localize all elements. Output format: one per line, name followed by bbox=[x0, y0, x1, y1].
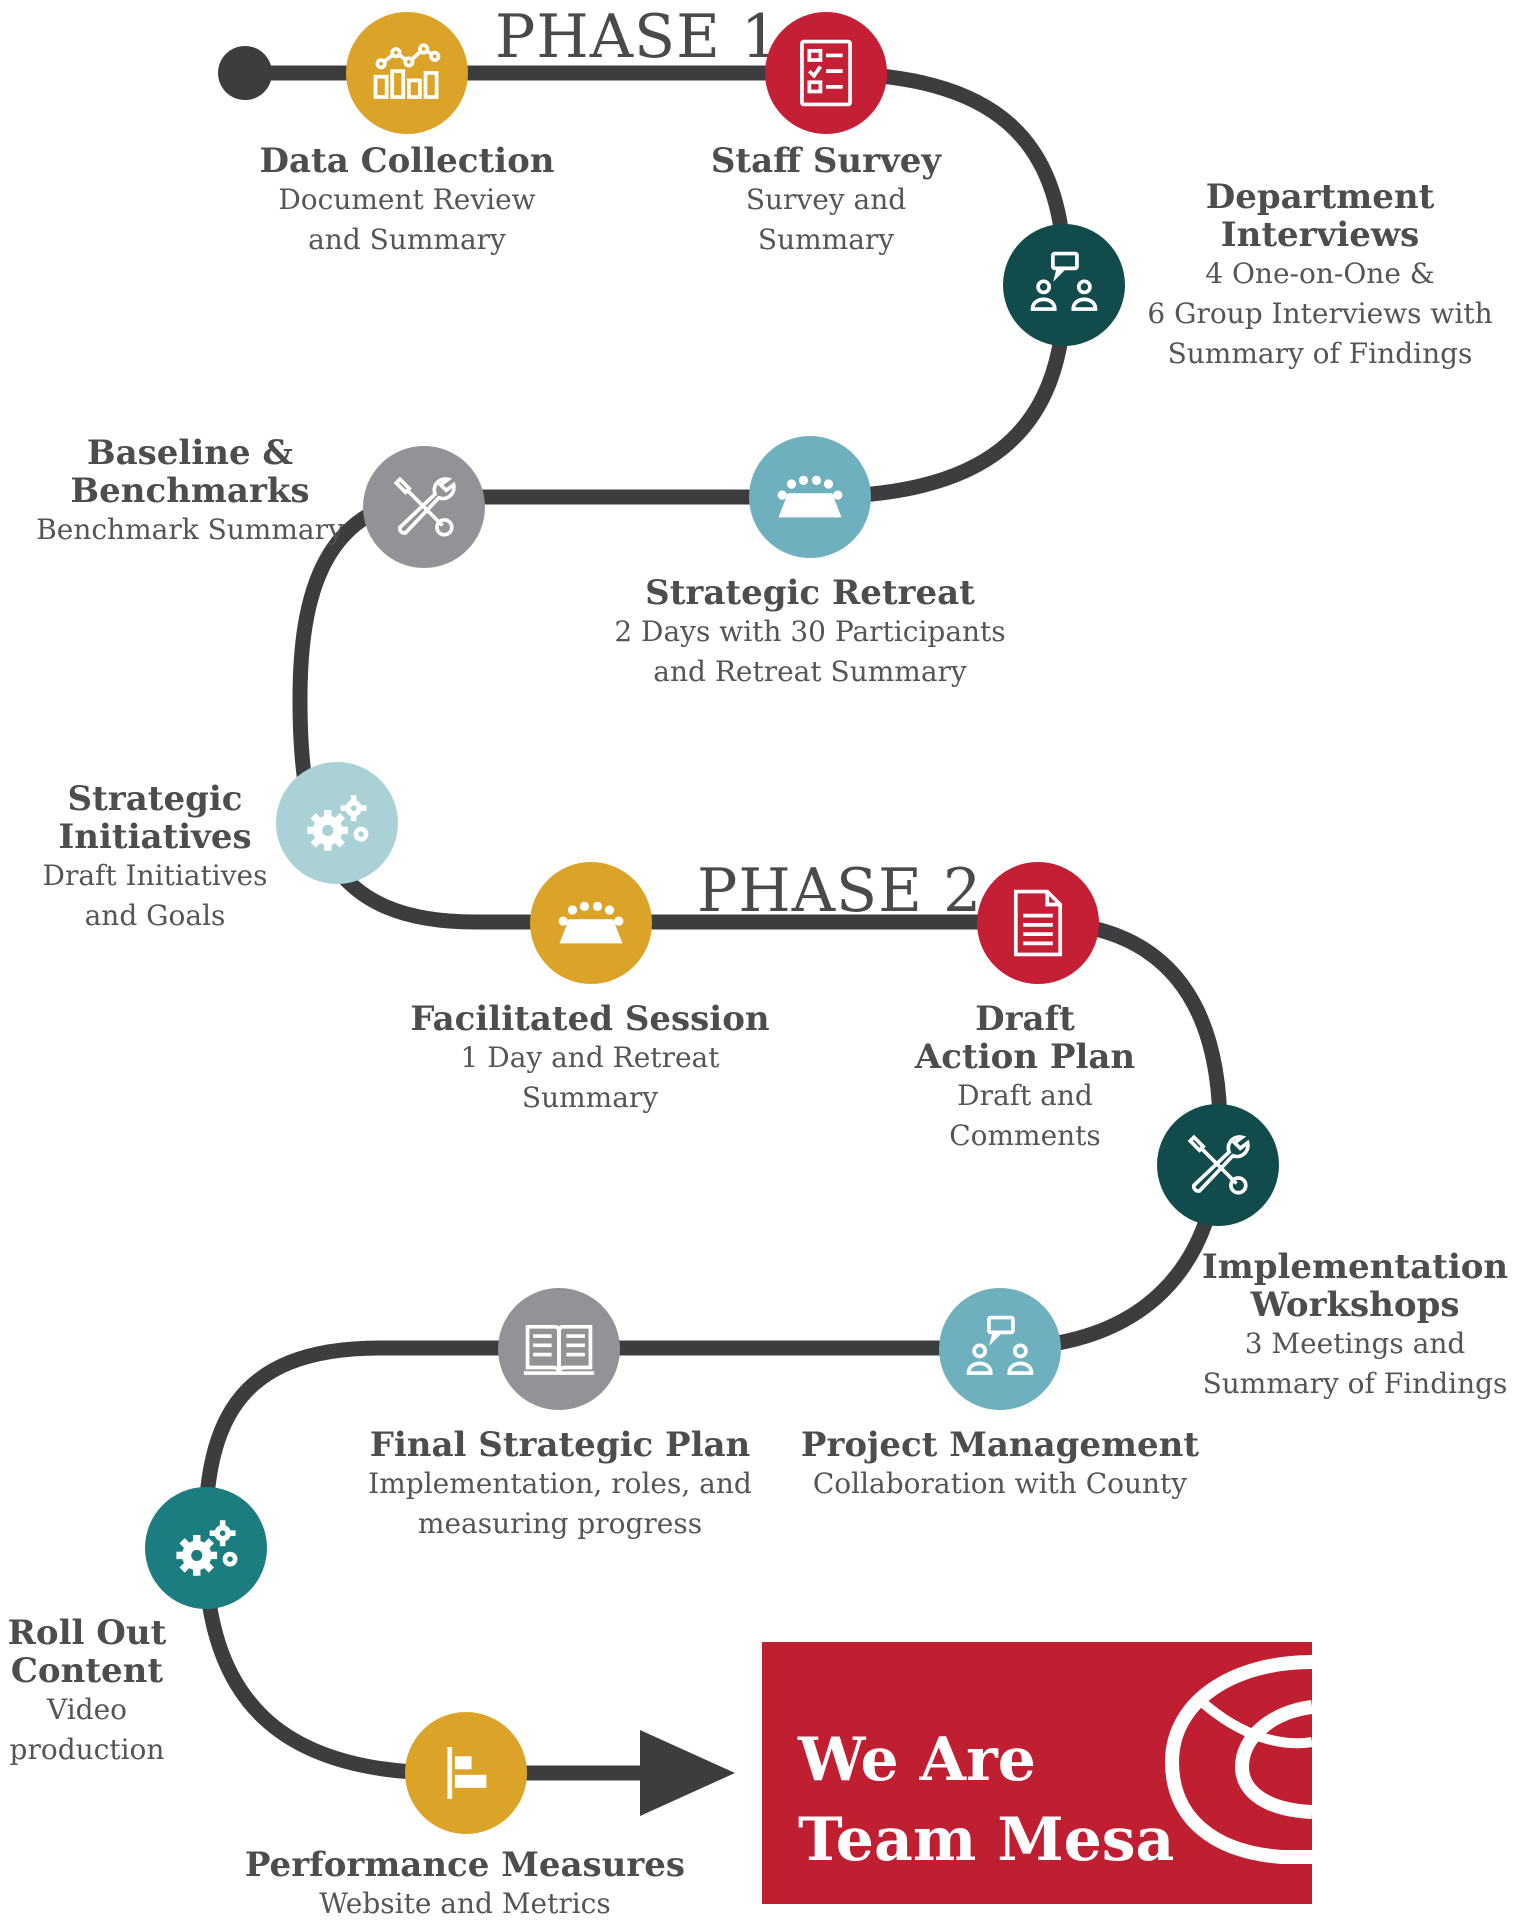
team-mesa-banner: We Are Team Mesa bbox=[762, 1642, 1312, 1904]
step-description: Draft Initiatives and Goals bbox=[42, 859, 268, 932]
step-node-strategic-initiatives bbox=[276, 762, 398, 884]
step-title: Strategic Retreat bbox=[645, 573, 975, 613]
step-title: Staff Survey bbox=[710, 141, 942, 181]
gears-icon bbox=[307, 795, 369, 851]
step-implementation-workshops: Implementation Workshops 3 Meetings and … bbox=[1190, 1248, 1520, 1404]
step-node-performance-measures bbox=[405, 1712, 527, 1834]
step-strategic-retreat: Strategic Retreat 2 Days with 30 Partici… bbox=[580, 574, 1040, 692]
phase-1-label: PHASE 1 bbox=[495, 2, 781, 72]
step-description: 4 One-on-One & 6 Group Interviews with S… bbox=[1147, 257, 1493, 370]
timeline-path bbox=[197, 65, 1228, 1781]
step-description: Benchmark Summary bbox=[36, 513, 344, 546]
meeting-table-icon bbox=[558, 901, 624, 944]
step-performance-measures: Performance Measures Website and Metrics bbox=[240, 1846, 690, 1924]
step-description: Document Review and Summary bbox=[278, 183, 536, 256]
meeting-table-icon bbox=[777, 475, 843, 518]
step-description: Website and Metrics bbox=[319, 1887, 611, 1920]
step-title: Data Collection bbox=[259, 141, 555, 181]
step-node-facilitated-session bbox=[530, 862, 652, 984]
document-icon bbox=[1013, 889, 1063, 957]
step-node-roll-out-content bbox=[145, 1487, 267, 1609]
step-node-implementation-workshops bbox=[1157, 1104, 1279, 1226]
step-title: Baseline & Benchmarks bbox=[70, 433, 310, 511]
step-node-baseline-benchmarks bbox=[363, 446, 485, 568]
tools-icon bbox=[393, 476, 456, 537]
step-description: 3 Meetings and Summary of Findings bbox=[1202, 1327, 1508, 1400]
step-title: Draft Action Plan bbox=[914, 999, 1136, 1077]
bar-chart-icon bbox=[373, 43, 441, 99]
checklist-icon bbox=[800, 39, 852, 107]
team-mesa-logo bbox=[1164, 1655, 1312, 1864]
start-dot bbox=[218, 46, 272, 100]
step-title: Final Strategic Plan bbox=[369, 1425, 751, 1465]
step-title: Project Management bbox=[800, 1425, 1200, 1465]
people-chat-icon bbox=[1030, 251, 1098, 311]
step-description: Draft and Comments bbox=[949, 1079, 1101, 1152]
step-description: 1 Day and Retreat Summary bbox=[460, 1041, 720, 1114]
step-baseline-benchmarks: Baseline & Benchmarks Benchmark Summary bbox=[20, 434, 360, 550]
step-roll-out-content: Roll Out Content Video production bbox=[2, 1614, 172, 1770]
step-title: Strategic Initiatives bbox=[58, 779, 252, 857]
step-description: 2 Days with 30 Participants and Retreat … bbox=[614, 615, 1006, 688]
step-staff-survey: Staff Survey Survey and Summary bbox=[676, 142, 976, 260]
step-description: Collaboration with County bbox=[812, 1467, 1188, 1500]
gears-icon bbox=[176, 1520, 238, 1576]
step-node-strategic-retreat bbox=[749, 436, 871, 558]
step-title: Department Interviews bbox=[1205, 177, 1435, 255]
step-data-collection: Data Collection Document Review and Summ… bbox=[222, 142, 592, 260]
step-node-project-management bbox=[939, 1288, 1061, 1410]
brand-text: We Are Team Mesa bbox=[798, 1725, 1175, 1875]
step-project-management: Project Management Collaboration with Co… bbox=[800, 1426, 1200, 1504]
step-facilitated-session: Facilitated Session 1 Day and Retreat Su… bbox=[400, 1000, 780, 1118]
people-chat-icon bbox=[966, 1315, 1034, 1375]
end-arrowhead bbox=[640, 1730, 735, 1816]
open-book-icon bbox=[523, 1324, 595, 1375]
step-draft-action-plan: Draft Action Plan Draft and Comments bbox=[880, 1000, 1170, 1156]
step-node-staff-survey bbox=[765, 12, 887, 134]
step-final-strategic-plan: Final Strategic Plan Implementation, rol… bbox=[360, 1426, 760, 1544]
step-node-draft-action-plan bbox=[977, 862, 1099, 984]
step-node-department-interviews bbox=[1003, 224, 1125, 346]
gantt-icon bbox=[447, 1747, 487, 1799]
step-title: Implementation Workshops bbox=[1201, 1247, 1509, 1325]
tools-icon bbox=[1187, 1134, 1250, 1195]
step-description: Implementation, roles, and measuring pro… bbox=[368, 1467, 752, 1540]
step-title: Facilitated Session bbox=[410, 999, 770, 1039]
step-description: Video production bbox=[9, 1693, 165, 1766]
step-strategic-initiatives: Strategic Initiatives Draft Initiatives … bbox=[20, 780, 290, 936]
step-title: Performance Measures bbox=[244, 1845, 686, 1885]
step-description: Survey and Summary bbox=[745, 183, 907, 256]
step-department-interviews: Department Interviews 4 One-on-One & 6 G… bbox=[1120, 178, 1520, 374]
step-title: Roll Out Content bbox=[7, 1613, 167, 1691]
phase-2-label: PHASE 2 bbox=[697, 856, 983, 926]
step-node-final-strategic-plan bbox=[498, 1288, 620, 1410]
step-node-data-collection bbox=[346, 12, 468, 134]
